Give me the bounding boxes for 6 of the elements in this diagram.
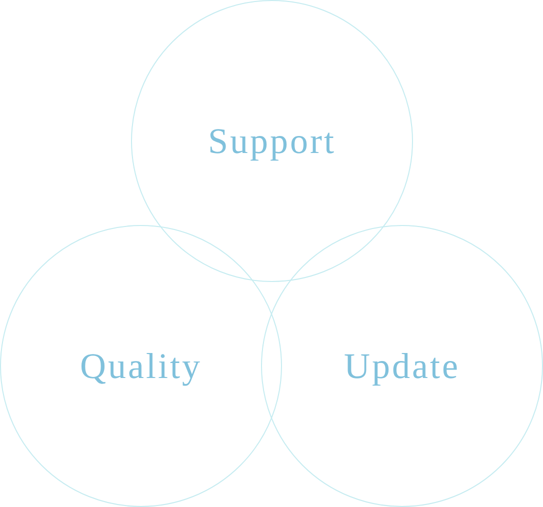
circle [131, 0, 413, 282]
circle-label: Support [208, 120, 336, 162]
circle [261, 225, 543, 507]
circle-label: Quality [80, 345, 202, 387]
circle [0, 225, 282, 507]
circle-label: Update [344, 345, 460, 387]
